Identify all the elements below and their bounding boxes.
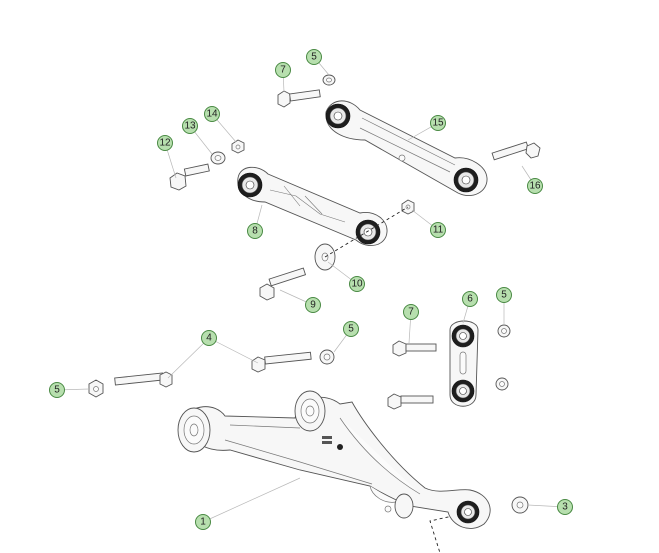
bolt-4-left [114, 371, 173, 388]
callout-label: 5 [54, 385, 60, 396]
bolt-12 [169, 163, 210, 191]
bolt-7-right [392, 340, 437, 357]
callout-label: 5 [311, 52, 317, 63]
link-6 [449, 320, 479, 407]
washer-5-right [497, 324, 511, 338]
callout-label: 8 [252, 226, 258, 237]
callout-label: 16 [529, 181, 541, 192]
callout-label: 9 [310, 300, 316, 311]
callout-label: 15 [432, 118, 444, 129]
callout-3: 3 [557, 499, 573, 515]
callout-5-left: 5 [49, 382, 65, 398]
callout-9: 9 [305, 297, 321, 313]
callout-1: 1 [195, 514, 211, 530]
callout-10: 10 [349, 276, 365, 292]
callout-label: 1 [200, 517, 206, 528]
assembly-line-upper [324, 206, 409, 258]
nut-14 [231, 139, 245, 154]
control-arm-1 [177, 390, 491, 529]
link-8 [237, 166, 388, 247]
bolt-7-upper [277, 89, 321, 108]
washer-3 [511, 496, 529, 514]
bolt-16 [491, 141, 541, 161]
callout-label: 7 [408, 307, 414, 318]
washer-5-center [319, 349, 335, 365]
bolt-4-center [251, 351, 312, 373]
callout-14: 14 [204, 106, 220, 122]
callout-label: 5 [348, 324, 354, 335]
callout-5-center: 5 [343, 321, 359, 337]
callout-11: 11 [430, 222, 446, 238]
callout-7-right: 7 [403, 304, 419, 320]
callout-label: 14 [206, 109, 218, 120]
callout-label: 12 [159, 138, 171, 149]
callout-4: 4 [201, 330, 217, 346]
callout-12: 12 [157, 135, 173, 151]
callout-label: 5 [501, 290, 507, 301]
callout-label: 4 [206, 333, 212, 344]
callout-label: 13 [184, 121, 196, 132]
washer-13 [210, 151, 226, 165]
callout-label: 7 [280, 65, 286, 76]
callout-7-top: 7 [275, 62, 291, 78]
callout-15: 15 [430, 115, 446, 131]
callout-label: 3 [562, 502, 568, 513]
washer-5-upper [322, 74, 336, 86]
callout-16: 16 [527, 178, 543, 194]
washer-right-lower [495, 377, 509, 391]
callout-label: 6 [467, 294, 473, 305]
callout-5-right: 5 [496, 287, 512, 303]
callout-5-top: 5 [306, 49, 322, 65]
upper-link-15 [325, 100, 488, 197]
bolt-9 [259, 267, 307, 301]
callout-13: 13 [182, 118, 198, 134]
callout-label: 10 [351, 279, 363, 290]
callout-6: 6 [462, 291, 478, 307]
callout-8: 8 [247, 223, 263, 239]
nut-5-left [88, 379, 104, 398]
callout-label: 11 [433, 225, 444, 236]
bolt-right-lower [387, 393, 434, 410]
